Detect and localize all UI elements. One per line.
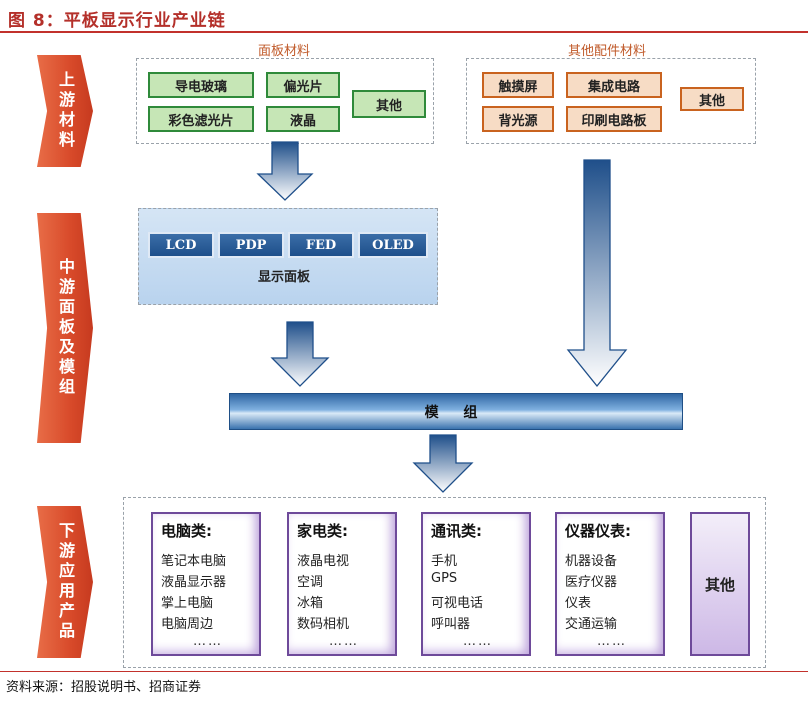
component-other: 其他 — [680, 87, 744, 111]
component-ic: 集成电路 — [566, 72, 662, 98]
material-polarizer: 偏光片 — [266, 72, 340, 98]
category-title: 家电类: — [297, 522, 348, 540]
category-title: 仪器仪表: — [565, 522, 631, 540]
category-item: 电脑周边 — [161, 617, 214, 632]
category-item: 可视电话 — [431, 596, 484, 611]
other-components-group — [466, 58, 756, 144]
panel-type-oled: OLED — [358, 232, 428, 258]
category-item: 医疗仪器 — [565, 575, 618, 590]
category-item: 笔记本电脑 — [161, 554, 227, 569]
category-item: 手机 — [431, 554, 458, 569]
applications-group — [123, 497, 766, 668]
arrow-panel-to-module — [270, 321, 330, 387]
arrow-module-to-products — [412, 434, 474, 493]
category-item: 数码相机 — [297, 617, 350, 632]
arrow-components-to-module — [566, 159, 628, 388]
category-item: 冰箱 — [297, 596, 324, 611]
module-label: 模 组 — [424, 404, 488, 421]
arrow-materials-to-panel — [256, 141, 314, 201]
category-item: 机器设备 — [565, 554, 618, 569]
category-item: 液晶显示器 — [161, 575, 227, 590]
source-note: 资料来源：招股说明书、招商证券 — [6, 680, 202, 695]
category-more: …… — [597, 634, 627, 649]
title-rule — [0, 31, 808, 33]
source-rule — [0, 671, 808, 672]
category-item: GPS — [431, 571, 458, 586]
component-pcb: 印刷电路板 — [566, 106, 662, 132]
material-conductive-glass: 导电玻璃 — [148, 72, 254, 98]
category-home-appliances: 家电类: 液晶电视 空调 冰箱 数码相机 …… — [287, 512, 397, 656]
panel-materials-title: 面板材料 — [258, 44, 311, 59]
panel-type-fed: FED — [288, 232, 354, 258]
category-more: …… — [193, 634, 223, 649]
material-other: 其他 — [352, 90, 426, 118]
component-backlight: 背光源 — [482, 106, 554, 132]
category-communications: 通讯类: 手机 GPS 可视电话 呼叫器 …… — [421, 512, 531, 656]
stage-midstream: 中游面板及模组 — [37, 213, 93, 443]
panel-type-lcd: LCD — [148, 232, 214, 258]
module-bar: 模 组 — [229, 393, 683, 430]
other-components-title: 其他配件材料 — [568, 44, 647, 59]
display-panel-label: 显示面板 — [258, 270, 311, 285]
panel-type-pdp: PDP — [218, 232, 284, 258]
material-liquid-crystal: 液晶 — [266, 106, 340, 132]
category-item: 呼叫器 — [431, 617, 471, 632]
category-other: 其他 — [690, 512, 750, 656]
component-touchscreen: 触摸屏 — [482, 72, 554, 98]
category-title: 电脑类: — [161, 522, 212, 540]
category-more: …… — [329, 634, 359, 649]
category-instruments: 仪器仪表: 机器设备 医疗仪器 仪表 交通运输 …… — [555, 512, 665, 656]
category-item: 空调 — [297, 575, 324, 590]
material-color-filter: 彩色滤光片 — [148, 106, 254, 132]
figure-title: 图 8：平板显示行业产业链 — [8, 11, 226, 31]
category-title: 通讯类: — [431, 522, 482, 540]
category-more: …… — [463, 634, 493, 649]
category-item: 交通运输 — [565, 617, 618, 632]
category-computers: 电脑类: 笔记本电脑 液晶显示器 掌上电脑 电脑周边 …… — [151, 512, 261, 656]
category-item: 液晶电视 — [297, 554, 350, 569]
category-item: 仪表 — [565, 596, 592, 611]
category-item: 掌上电脑 — [161, 596, 214, 611]
